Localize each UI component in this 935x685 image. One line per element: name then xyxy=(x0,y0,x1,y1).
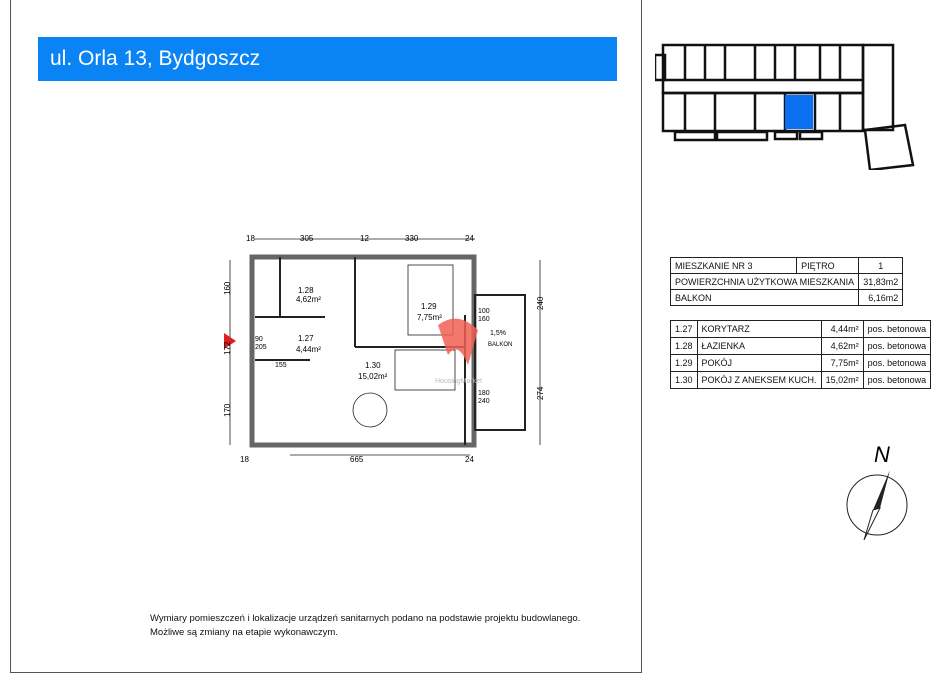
window-dim: 180 xyxy=(478,390,490,397)
room-area: 15,02m² xyxy=(358,372,388,381)
room-no: 1.27 xyxy=(670,320,698,338)
dim-label: 18 xyxy=(246,234,255,243)
room-area: 7,75m² xyxy=(820,354,864,372)
usable-area-label: POWIERZCHNIA UŻYTKOWA MIESZKANIA xyxy=(669,273,860,290)
balcony-label: BALKON xyxy=(488,342,512,348)
floor-label: PIĘTRO xyxy=(796,257,860,274)
window-dim: 100 xyxy=(478,308,490,315)
dim-label: 155 xyxy=(275,362,287,369)
room-no: 1.29 xyxy=(670,354,698,372)
dim-label: 665 xyxy=(350,455,364,464)
room-name: POKÓJ xyxy=(696,354,822,372)
room-name: ŁAZIENKA xyxy=(696,337,822,355)
dim-label: 305 xyxy=(300,234,314,243)
window-dim: 240 xyxy=(478,398,490,405)
dim-label: 330 xyxy=(405,234,419,243)
page-frame xyxy=(10,0,642,673)
room-floor: pos. betonowa xyxy=(862,354,932,372)
dim-label: 24 xyxy=(465,455,474,464)
room-area: 4,62m² xyxy=(820,337,864,355)
room-floor: pos. betonowa xyxy=(862,371,932,389)
compass-icon: N xyxy=(846,442,908,540)
balcony-value: 6,16m2 xyxy=(858,289,904,306)
room-area: 15,02m² xyxy=(820,371,864,389)
room-label: 1.27 xyxy=(298,334,314,343)
window-dim: 160 xyxy=(478,316,490,323)
floor-value: 1 xyxy=(858,257,904,274)
balcony-slope: 1,5% xyxy=(490,330,506,337)
note-line: Wymiary pomieszczeń i lokalizacje urządz… xyxy=(150,613,581,624)
room-label: 1.29 xyxy=(421,302,437,311)
watermark-text: HousingMarket xyxy=(435,378,482,385)
usable-area-value: 31,83m2 xyxy=(858,273,904,290)
selected-apartment-highlight xyxy=(785,95,813,129)
dim-label: 18 xyxy=(240,455,249,464)
room-area: 4,44m² xyxy=(820,320,864,338)
room-area: 4,62m² xyxy=(296,295,321,304)
apartment-label: MIESZKANIE NR 3 xyxy=(669,257,798,274)
dim-label: 172 xyxy=(223,341,232,355)
door-width: 90 xyxy=(255,336,263,343)
dim-label: 240 xyxy=(536,296,545,310)
door-height: 205 xyxy=(255,344,267,351)
dim-label: 24 xyxy=(465,234,474,243)
compass-north-label: N xyxy=(874,442,890,467)
room-no: 1.30 xyxy=(670,371,698,389)
dim-label: 12 xyxy=(360,234,369,243)
room-label: 1.30 xyxy=(365,361,381,370)
floor-plan: 18 305 12 330 24 18 665 24 160 172 170 2… xyxy=(223,234,545,464)
dim-label: 160 xyxy=(223,281,232,295)
room-floor: pos. betonowa xyxy=(862,320,932,338)
dim-label: 170 xyxy=(223,403,232,417)
room-name: POKÓJ Z ANEKSEM KUCH. xyxy=(696,371,822,389)
watermark-logo-icon xyxy=(438,318,478,365)
building-key-plan xyxy=(655,43,915,170)
address-banner: ul. Orla 13, Bydgoszcz xyxy=(38,37,617,81)
room-area: 7,75m² xyxy=(417,313,442,322)
room-area: 4,44m² xyxy=(296,345,321,354)
room-label: 1.28 xyxy=(298,286,314,295)
note-line: Możliwe są zmiany na etapie wykonawczym. xyxy=(150,627,338,638)
entrance-marker-icon xyxy=(224,333,236,349)
room-floor: pos. betonowa xyxy=(862,337,932,355)
balcony-label: BALKON xyxy=(669,289,860,306)
room-name: KORYTARZ xyxy=(696,320,822,338)
disclaimer-note: Wymiary pomieszczeń i lokalizacje urządz… xyxy=(150,612,580,640)
dim-label: 274 xyxy=(536,386,545,400)
room-no: 1.28 xyxy=(670,337,698,355)
